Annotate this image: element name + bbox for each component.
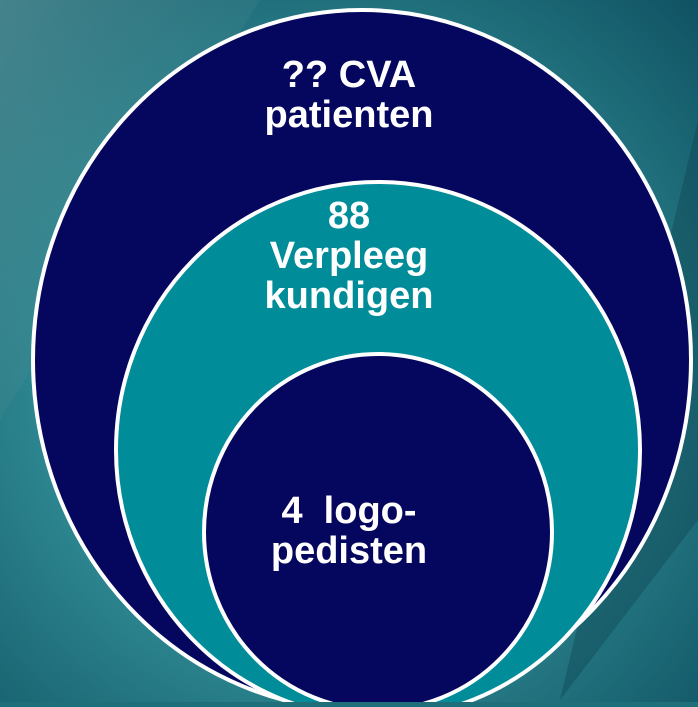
- inner-label-line2: pedisten: [270, 529, 428, 572]
- middle-circle-label: 88 Verpleeg kundigen: [0, 195, 698, 317]
- outer-circle-label: ?? CVA patienten: [0, 54, 698, 136]
- inner-circle-label: 4 logo- pedisten: [0, 490, 698, 572]
- outer-label-line1: ?? CVA: [281, 54, 417, 96]
- inner-label-line1: 4 logo-: [281, 490, 417, 532]
- inner-circle-speech-therapists: [202, 352, 554, 707]
- outer-label-line2: patienten: [264, 93, 434, 136]
- middle-label-line2: Verpleeg: [269, 234, 429, 277]
- middle-label-line3: kundigen: [264, 274, 434, 317]
- middle-label-line1: 88: [327, 195, 371, 237]
